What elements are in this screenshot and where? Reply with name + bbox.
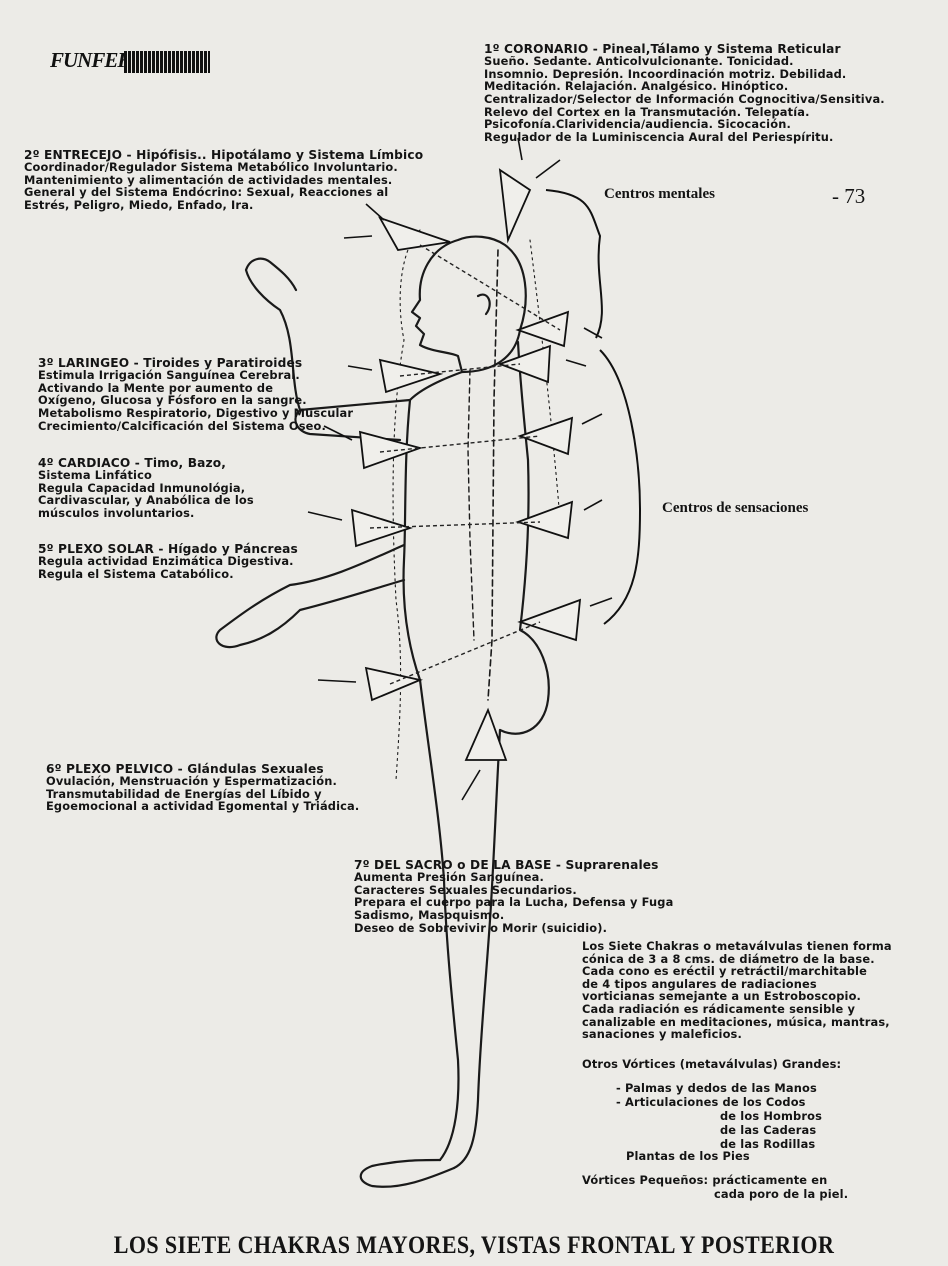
vortex-crown [500, 170, 530, 240]
vortex-throat-back [500, 346, 550, 382]
chakra-description: Los Siete Chakras o metaválvulas tienen … [582, 940, 892, 1041]
label-centros-sensaciones: Centros de sensaciones [662, 500, 808, 517]
arrow [584, 500, 602, 510]
torso-back [500, 342, 549, 734]
small-vortices-body: cada poro de la piel. [714, 1188, 848, 1201]
vortex-head-back [518, 312, 568, 346]
chakra-4-cardiaco: 4º CARDIACO - Timo, Bazo,Sistema Linfáti… [38, 444, 254, 520]
vortex-brow [380, 218, 450, 250]
small-vortices-label: Vórtices Pequeños: prácticamente en [582, 1174, 827, 1187]
ear [478, 295, 490, 314]
vortex-pelvic-front [366, 668, 420, 700]
arrow [536, 160, 560, 178]
aura-outline [393, 230, 560, 780]
chakra-4-body: Sistema Linfático Regula Capacidad Inmun… [38, 468, 254, 520]
brace-sensations [600, 350, 640, 624]
chakra-2-body: Coordinador/Regulador Sistema Metabólico… [24, 160, 398, 212]
brace-mental [546, 190, 602, 338]
other-vortex-item: - Palmas y dedos de las Manos [616, 1082, 817, 1095]
other-vortex-item: de los Hombros [720, 1110, 822, 1123]
spine-line [488, 250, 498, 700]
vortex-sacral-back [520, 600, 580, 640]
vortex-heart-front [360, 432, 420, 468]
other-vortices-title: Otros Vórtices (metaválvulas) Grandes: [582, 1058, 841, 1071]
meridian-line [468, 370, 474, 640]
vortex-throat-front [380, 360, 440, 392]
arrow [566, 360, 586, 366]
chakra-7-body: Aumenta Presión Sanguínea. Caracteres Se… [354, 870, 673, 934]
arrow [344, 236, 372, 238]
other-vortex-item: Plantas de los Pies [626, 1150, 750, 1163]
chakra-6-body: Ovulación, Menstruación y Espermatizació… [46, 774, 359, 813]
vortex-solar-back [518, 502, 572, 538]
arrow [590, 598, 612, 606]
chakra-3-body: Estimula Irrigación Sanguínea Cerebral. … [38, 368, 353, 432]
head-outline [412, 237, 526, 372]
label-centros-mentales: Centros mentales [604, 186, 715, 203]
figure-caption: LOS SIETE CHAKRAS MAYORES, VISTAS FRONTA… [0, 1230, 948, 1260]
chakra-7-sacro: 7º DEL SACRO o DE LA BASE - Suprarenales… [354, 846, 673, 934]
foot [361, 1160, 454, 1187]
chakra-2-entrecejo: 2º ENTRECEJO - Hipófisis.. Hipotálamo y … [24, 136, 423, 212]
chakra-1-body: Sueño. Sedante. Anticolvulcionante. Toni… [484, 54, 885, 144]
arrow [582, 414, 602, 424]
arrow [308, 512, 342, 520]
other-vortex-item: - Articulaciones de los Codos [616, 1096, 806, 1109]
chakra-1-coronario: 1º CORONARIO - Pineal,Tálamo y Sistema R… [484, 30, 885, 143]
other-vortex-item: de las Caderas [720, 1124, 816, 1137]
arrow [318, 680, 356, 682]
leg-back [454, 730, 500, 1168]
chakra-5-body: Regula actividad Enzimática Digestiva. R… [38, 554, 294, 581]
arrow [462, 770, 480, 800]
